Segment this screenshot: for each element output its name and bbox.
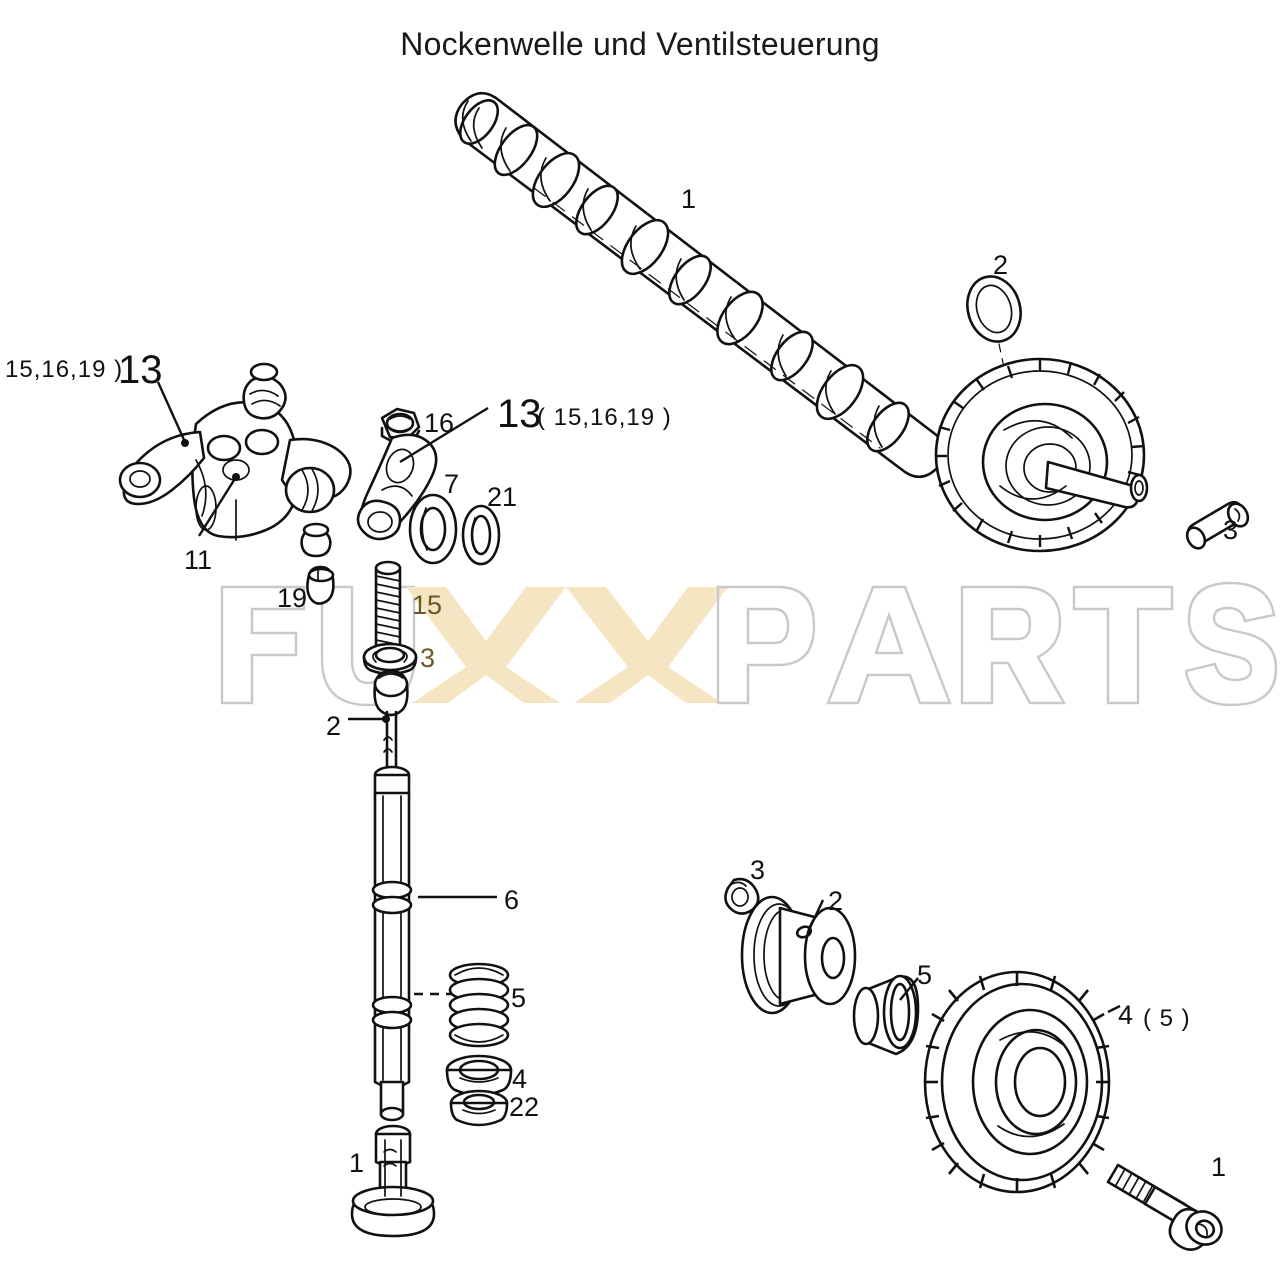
page-title: Nockenwelle und Ventilsteuerung bbox=[400, 26, 880, 62]
label-lock-washer-3: 3 bbox=[420, 643, 436, 673]
label-dowel-3: 3 bbox=[1223, 515, 1239, 545]
cap-screw-1 bbox=[1106, 1163, 1223, 1251]
label-pulley-2: 2 bbox=[828, 886, 844, 916]
camshaft-oring bbox=[966, 275, 1022, 397]
label-rocker-left-13: 13 bbox=[118, 348, 163, 392]
washer-7 bbox=[408, 493, 458, 565]
bushing-5 bbox=[852, 974, 920, 1056]
label-washer-7: 7 bbox=[444, 469, 460, 499]
label-pushrod-6: 6 bbox=[504, 885, 520, 915]
label-washer-21: 21 bbox=[487, 482, 518, 512]
camshaft-timing-gear bbox=[934, 357, 1149, 553]
valve-seal-22 bbox=[449, 1089, 509, 1127]
label-spring-5: 5 bbox=[511, 983, 527, 1013]
label-rocker-right-group: ( 15,16,19 ) bbox=[537, 404, 672, 431]
pulley-hub-2 bbox=[740, 895, 857, 1015]
label-nut-16: 16 bbox=[424, 408, 455, 438]
valve-spring-5 bbox=[448, 962, 510, 1048]
label-ball-2: 2 bbox=[326, 711, 342, 741]
pushrod-collars bbox=[371, 880, 413, 1030]
screw-threads bbox=[1108, 1164, 1154, 1202]
label-shaft-11: 11 bbox=[184, 545, 213, 575]
label-adjust-screw-15: 15 bbox=[412, 590, 443, 620]
dowel-pin-3 bbox=[1185, 500, 1250, 550]
label-rocker-right-13: 13 bbox=[497, 392, 542, 436]
label-retainer-4: 4 bbox=[512, 1064, 528, 1094]
cam-lobes bbox=[493, 123, 910, 453]
washer-21 bbox=[461, 504, 501, 566]
camshaft-assembly bbox=[454, 91, 947, 479]
label-plug-19: 19 bbox=[277, 583, 308, 613]
gear-teeth bbox=[925, 972, 1110, 1192]
ball-tip-2 bbox=[348, 669, 409, 772]
label-cap-screw-1: 1 bbox=[1211, 1152, 1227, 1182]
rocker-arm-right bbox=[356, 406, 489, 541]
valve-lifter-1 bbox=[350, 1124, 436, 1238]
plug-19 bbox=[306, 565, 335, 605]
lock-washer-3 bbox=[362, 642, 418, 676]
label-rocker-left-group: 15,16,19 ) bbox=[5, 356, 124, 383]
spring-coils bbox=[448, 962, 510, 1048]
label-camshaft-1: 1 bbox=[681, 184, 697, 214]
label-gear-4: 4 bbox=[1118, 1000, 1134, 1030]
label-bushing-5: 5 bbox=[917, 960, 933, 990]
label-gear-4-alt: ( 5 ) bbox=[1143, 1005, 1191, 1032]
rocker-arm-assembly-left bbox=[118, 362, 352, 558]
lower-timing-gear-4 bbox=[923, 970, 1121, 1194]
hex-nut-16 bbox=[380, 407, 421, 446]
label-lifter-1: 1 bbox=[349, 1148, 365, 1178]
spring-retainer-4 bbox=[445, 1054, 513, 1097]
label-seal-22: 22 bbox=[509, 1092, 540, 1122]
label-oring-2: 2 bbox=[993, 250, 1009, 280]
pushrod-6 bbox=[371, 765, 497, 1122]
label-clip-3: 3 bbox=[750, 855, 766, 885]
